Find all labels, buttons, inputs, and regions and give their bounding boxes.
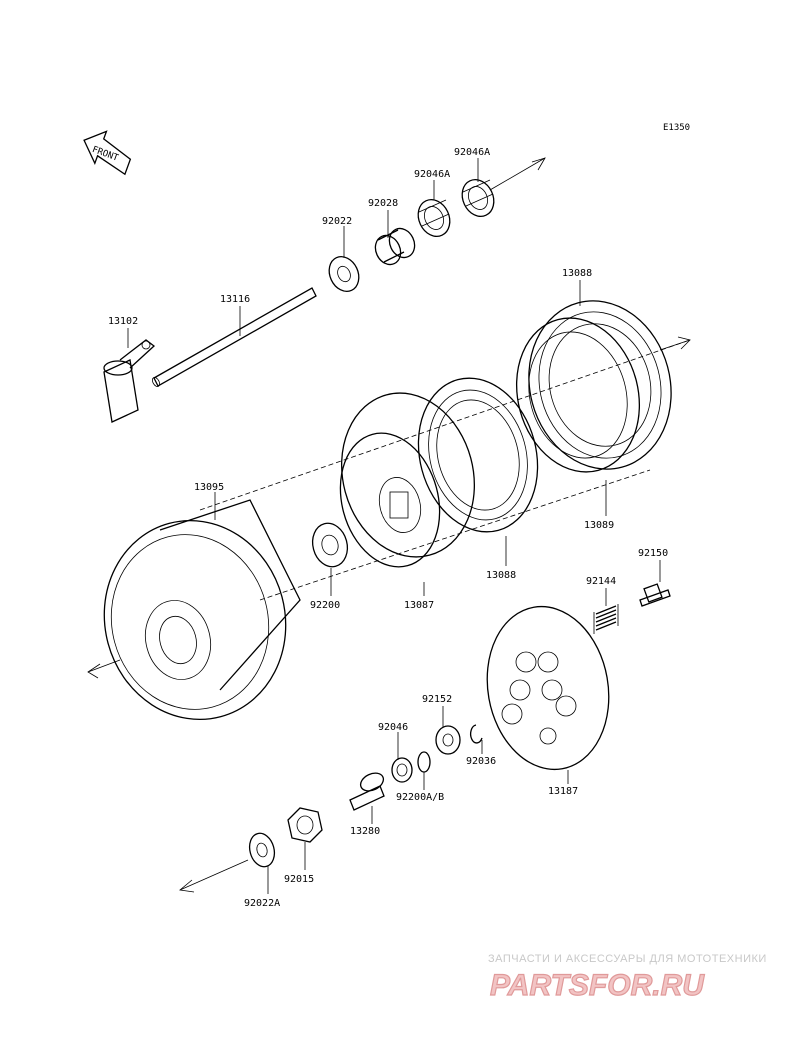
push-rod-13116 [151, 287, 317, 387]
label-13088-bottom: 13088 [486, 570, 516, 581]
needle-bearing-92046a-outer [461, 179, 495, 217]
washer-92022 [328, 255, 360, 293]
release-lever-13102 [103, 339, 156, 423]
washer-92200ab [417, 751, 431, 773]
label-92046a-2: 92046A [414, 169, 450, 180]
label-92022: 92022 [322, 216, 352, 227]
needle-bearing-92046a-inner [417, 199, 451, 237]
watermark-logo: PARTSFOR.RU [490, 969, 705, 1002]
label-13088-top: 13088 [562, 268, 592, 279]
label-13087: 13087 [404, 600, 434, 611]
sleeve-92028 [374, 227, 416, 266]
washer-92200 [311, 522, 349, 568]
washer-92022a [248, 832, 276, 868]
pressure-plate-13187 [486, 605, 610, 771]
label-92150: 92150 [638, 548, 668, 559]
label-92144: 92144 [586, 576, 616, 587]
front-arrow-icon: FRONT [83, 130, 132, 176]
steel-plate-13089 [515, 317, 641, 473]
circlip-92036 [470, 724, 483, 744]
label-92200: 92200 [310, 600, 340, 611]
watermark-tagline: ЗАПЧАСТИ И АКСЕССУАРЫ ДЛЯ МОТОТЕХНИКИ [488, 953, 767, 965]
label-13095: 13095 [194, 482, 224, 493]
friction-plate-13088-bottom [417, 377, 539, 533]
label-92152: 92152 [422, 694, 452, 705]
clutch-housing-13095 [103, 499, 301, 721]
label-92036: 92036 [466, 756, 496, 767]
seal-92046 [391, 757, 413, 783]
bolt-92150 [639, 583, 671, 607]
label-92022a: 92022A [244, 898, 280, 909]
label-13116: 13116 [220, 294, 250, 305]
label-92046: 92046 [378, 722, 408, 733]
bearing-92152 [435, 725, 461, 755]
clutch-hub-13087 [339, 392, 476, 568]
diagram-code: E1350 [663, 123, 690, 133]
label-92015: 92015 [284, 874, 314, 885]
label-13089: 13089 [584, 520, 614, 531]
label-92028: 92028 [368, 198, 398, 209]
spring-92144 [593, 604, 619, 634]
release-shaft-13280 [349, 772, 385, 811]
label-13280: 13280 [350, 826, 380, 837]
label-13102: 13102 [108, 316, 138, 327]
friction-plate-13088-top [528, 300, 672, 470]
leader-lines [127, 158, 661, 894]
label-92046a-top: 92046A [454, 147, 490, 158]
label-13187: 13187 [548, 786, 578, 797]
nut-92015 [287, 807, 323, 843]
label-92200ab: 92200A/B [396, 792, 444, 803]
